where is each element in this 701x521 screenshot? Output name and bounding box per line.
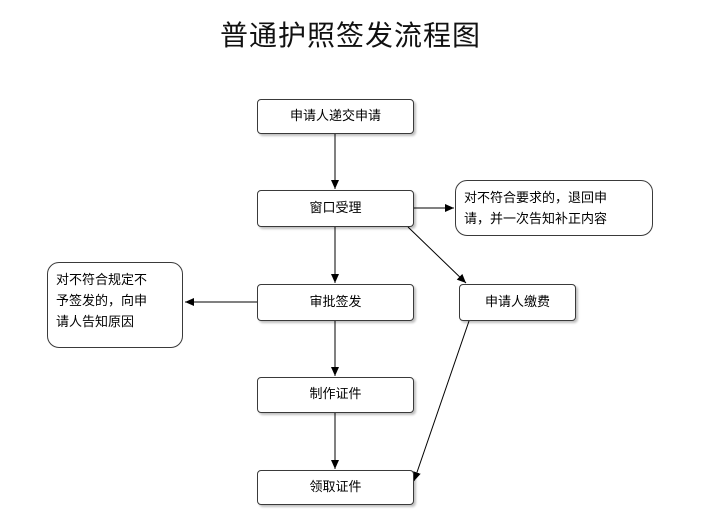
- node-approve-label: 审批签发: [309, 294, 362, 310]
- node-collect-label: 领取证件: [309, 479, 362, 495]
- node-pay-label: 申请人缴费: [484, 294, 550, 310]
- page-title: 普通护照签发流程图: [219, 19, 481, 52]
- node-submit-application: 申请人递交申请: [257, 99, 414, 134]
- note-reject-at-accept: 对不符合要求的，退回申 请，并一次告知补正内容: [455, 180, 653, 236]
- node-produce-label: 制作证件: [309, 387, 362, 402]
- node-produce-document: 制作证件: [257, 377, 414, 413]
- note-reject-at-approve: 对不符合规定不 予签发的，向申 请人告知原因: [47, 262, 183, 348]
- arrow-accept-to-pay: [407, 226, 467, 284]
- node-applicant-pay: 申请人缴费: [459, 284, 576, 321]
- node-window-accept: 窗口受理: [257, 190, 414, 227]
- note-reject-accept-line-1: 对不符合要求的，退回申: [464, 191, 608, 206]
- note-reject-approve-line-2: 予签发的，向申: [56, 294, 148, 309]
- node-approve-issue: 审批签发: [257, 284, 414, 321]
- note-reject-accept-line-2: 请，并一次告知补正内容: [464, 212, 608, 227]
- note-reject-approve-line-1: 对不符合规定不: [56, 273, 148, 288]
- arrow-pay-to-collect: [413, 320, 470, 482]
- node-collect-document: 领取证件: [257, 470, 414, 505]
- note-reject-approve-line-3: 请人告知原因: [56, 315, 135, 330]
- node-submit-label: 申请人递交申请: [289, 108, 381, 124]
- node-accept-label: 窗口受理: [309, 200, 362, 216]
